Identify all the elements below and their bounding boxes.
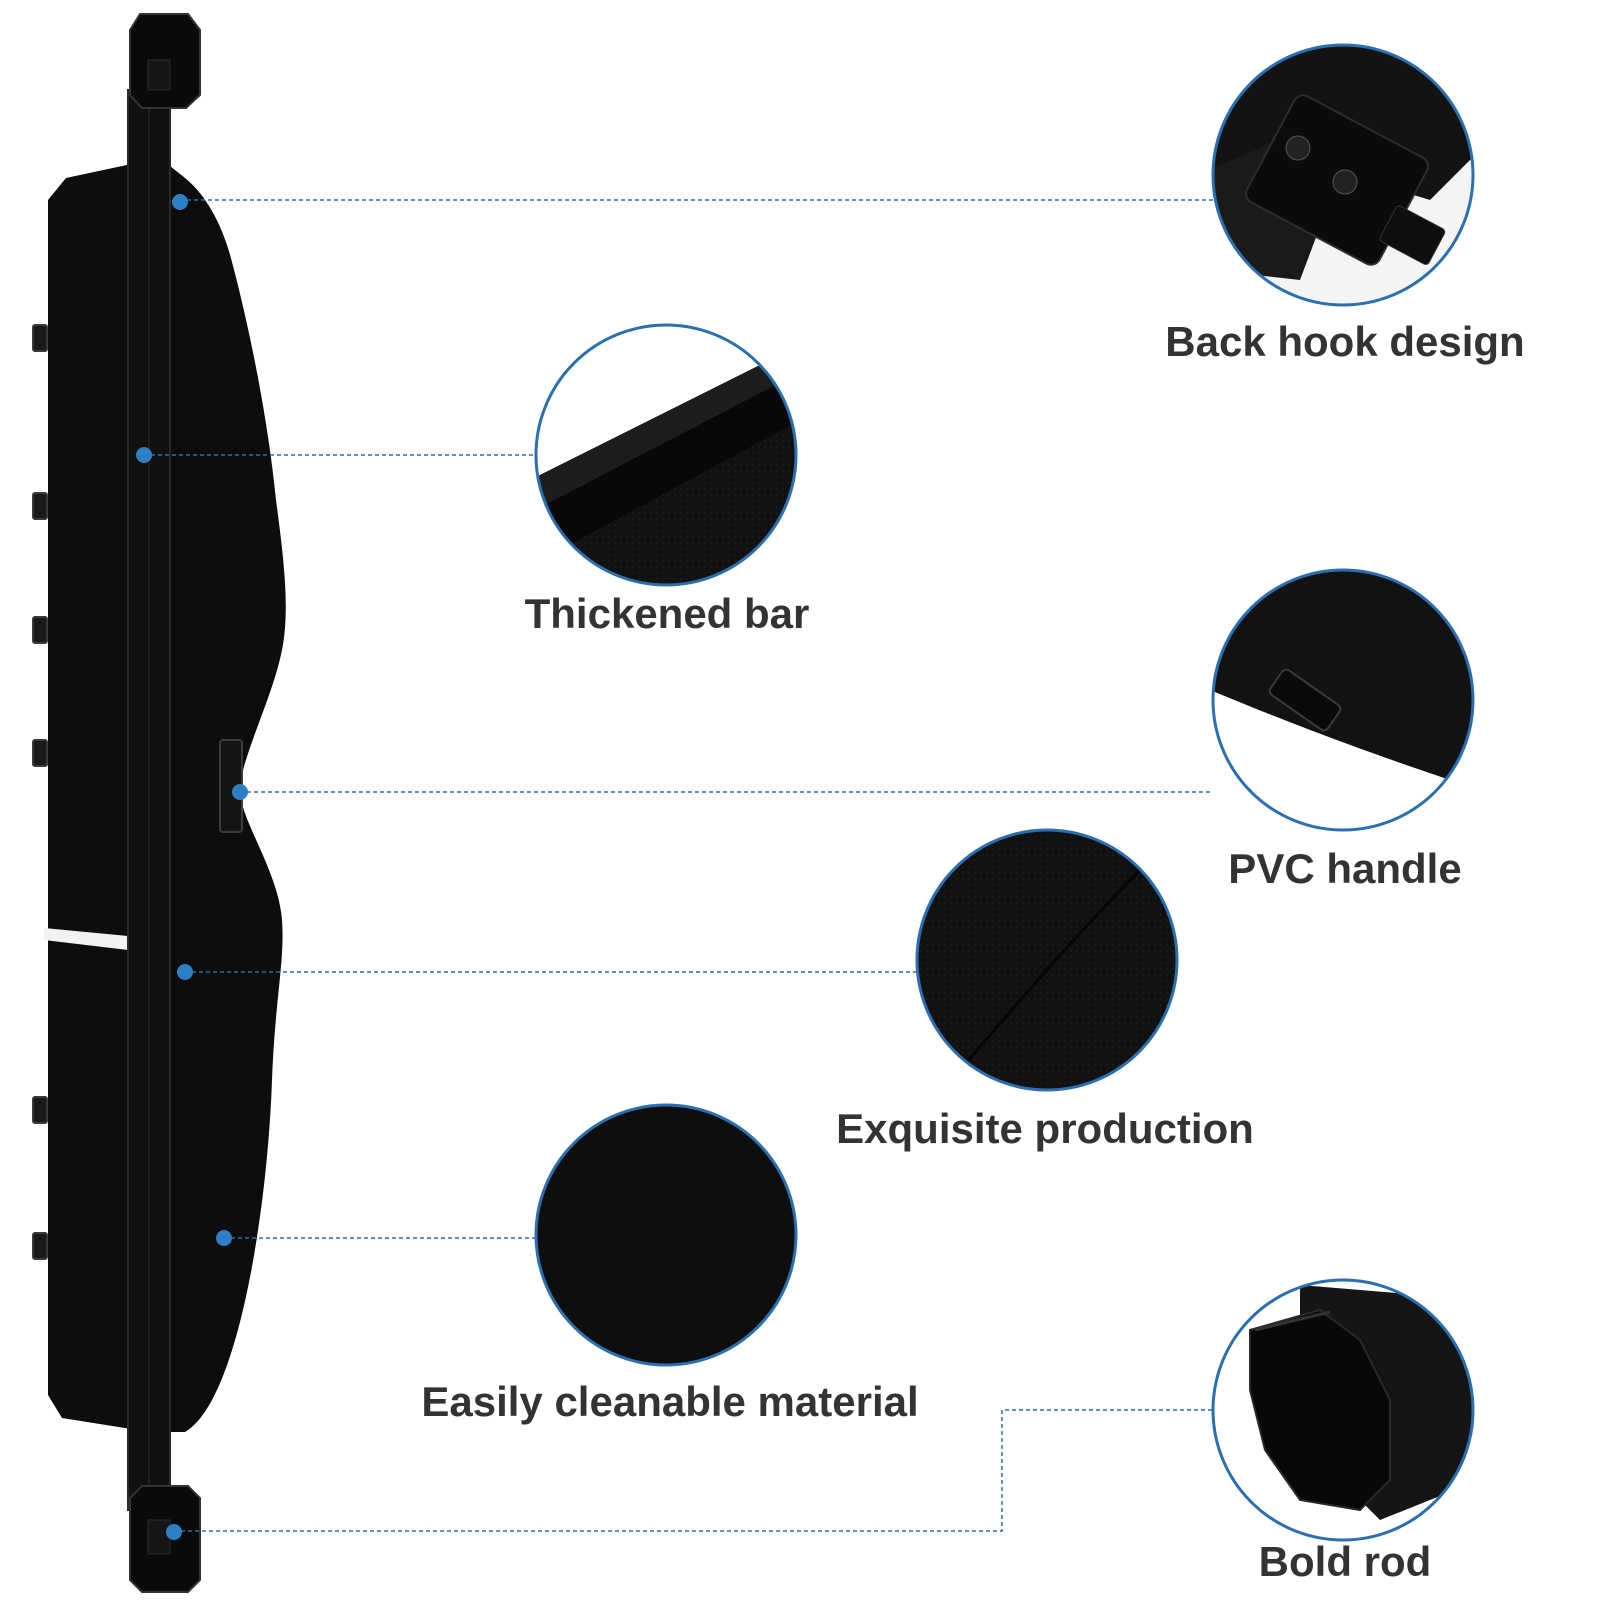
dot-bold-rod bbox=[166, 1524, 182, 1540]
dot-back-hook bbox=[172, 194, 188, 210]
label-pvc-handle: PVC handle bbox=[1228, 845, 1462, 892]
dot-cleanable-material bbox=[216, 1230, 232, 1246]
handle-closeup-icon bbox=[1211, 568, 1475, 832]
dot-thickened-bar bbox=[136, 447, 152, 463]
side-clips bbox=[32, 324, 48, 1260]
leader-lines bbox=[144, 199, 1213, 1532]
dot-exquisite-production bbox=[177, 964, 193, 980]
label-exquisite-production: Exquisite production bbox=[836, 1105, 1254, 1152]
label-thickened-bar: Thickened bar bbox=[524, 590, 810, 637]
dot-pvc-handle bbox=[232, 784, 248, 800]
rod-end-closeup-icon bbox=[1211, 1278, 1475, 1542]
callout-dots bbox=[136, 194, 248, 1540]
fabric-closeup-icon bbox=[534, 1103, 798, 1367]
bar-closeup-icon bbox=[534, 323, 798, 587]
label-back-hook-design: Back hook design bbox=[1165, 318, 1525, 365]
hook-closeup-icon bbox=[1211, 43, 1475, 307]
stitching-closeup-icon bbox=[915, 828, 1179, 1092]
cover-panel-gap bbox=[44, 928, 128, 950]
cargo-cover-product bbox=[32, 13, 286, 1593]
label-easily-cleanable-material: Easily cleanable material bbox=[421, 1378, 919, 1425]
label-bold-rod: Bold rod bbox=[1258, 1538, 1432, 1585]
leader-bold-rod bbox=[174, 1409, 1213, 1532]
